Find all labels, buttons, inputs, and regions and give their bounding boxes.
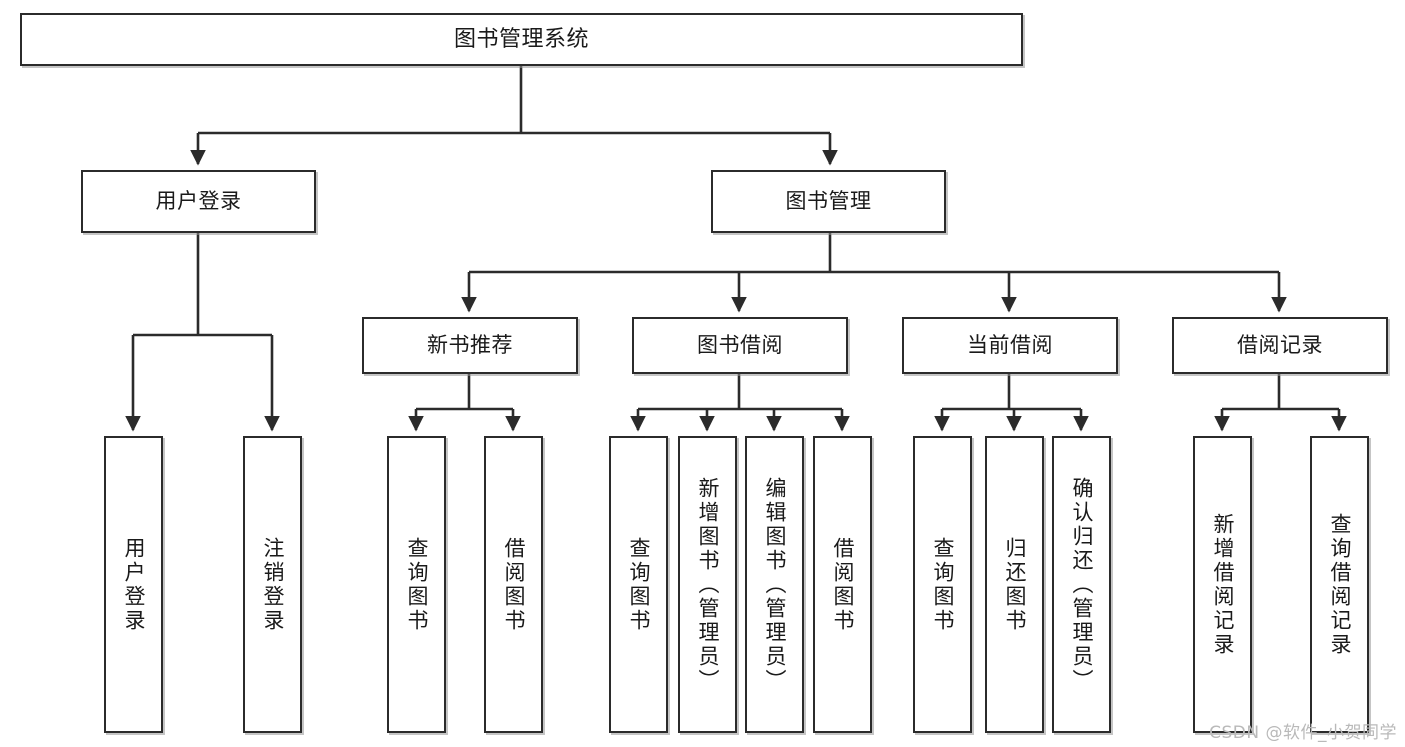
node-book-borrow-label: 图书借阅 [697,333,783,358]
node-root-label: 图书管理系统 [453,26,589,52]
node-leaf-user-login[interactable]: 用户登录 [104,436,163,733]
node-leaf-borrow-book-2-label: 借阅图书 [831,536,856,633]
node-leaf-borrow-book-1-label: 借阅图书 [502,536,527,633]
node-root[interactable]: 图书管理系统 [20,13,1023,66]
node-leaf-query-book-1-label: 查询图书 [405,536,430,633]
node-leaf-borrow-book-2[interactable]: 借阅图书 [813,436,872,733]
node-leaf-logout[interactable]: 注销登录 [243,436,302,733]
node-leaf-logout-label: 注销登录 [261,536,286,633]
node-leaf-query-book-1[interactable]: 查询图书 [387,436,446,733]
node-leaf-query-book-2[interactable]: 查询图书 [609,436,668,733]
node-leaf-add-record-label: 新增借阅记录 [1211,512,1236,657]
node-leaf-borrow-book-1[interactable]: 借阅图书 [484,436,543,733]
node-new-book-rec-label: 新书推荐 [427,333,513,358]
node-leaf-query-record[interactable]: 查询借阅记录 [1310,436,1369,733]
node-new-book-rec[interactable]: 新书推荐 [362,317,578,374]
node-user-login-label: 用户登录 [155,189,242,214]
watermark: CSDN @软件_小贺同学 [1209,723,1397,743]
node-leaf-add-record[interactable]: 新增借阅记录 [1193,436,1252,733]
node-leaf-confirm-return-label: 确认归还（管理员） [1070,476,1095,693]
node-leaf-add-book[interactable]: 新增图书（管理员） [678,436,737,733]
node-leaf-return-book[interactable]: 归还图书 [985,436,1044,733]
node-leaf-add-book-label: 新增图书（管理员） [696,476,721,693]
node-user-login[interactable]: 用户登录 [81,170,316,233]
node-leaf-confirm-return[interactable]: 确认归还（管理员） [1052,436,1111,733]
node-leaf-query-book-3-label: 查询图书 [931,536,956,633]
node-book-borrow[interactable]: 图书借阅 [632,317,848,374]
node-book-manage[interactable]: 图书管理 [711,170,946,233]
node-leaf-query-book-3[interactable]: 查询图书 [913,436,972,733]
node-borrow-record[interactable]: 借阅记录 [1172,317,1388,374]
node-leaf-query-book-2-label: 查询图书 [627,536,652,633]
node-leaf-return-book-label: 归还图书 [1003,536,1028,633]
node-borrow-record-label: 借阅记录 [1237,333,1323,358]
node-current-borrow[interactable]: 当前借阅 [902,317,1118,374]
node-book-manage-label: 图书管理 [785,189,872,214]
node-leaf-edit-book[interactable]: 编辑图书（管理员） [745,436,804,733]
node-current-borrow-label: 当前借阅 [967,333,1053,358]
node-leaf-query-record-label: 查询借阅记录 [1328,512,1353,657]
node-leaf-user-login-label: 用户登录 [122,536,147,633]
node-leaf-edit-book-label: 编辑图书（管理员） [763,476,788,693]
